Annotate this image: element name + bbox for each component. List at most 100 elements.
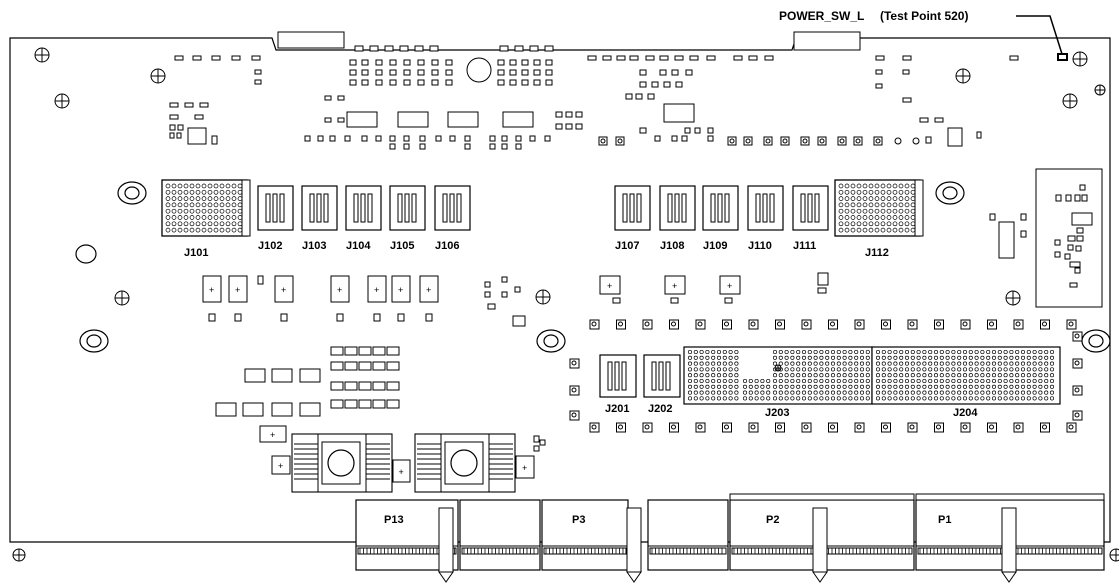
backplane-pin bbox=[986, 396, 991, 401]
backplane-pin bbox=[778, 349, 783, 355]
smt-pad bbox=[925, 136, 932, 144]
polarized-capacitor bbox=[391, 275, 411, 303]
backplane-pin bbox=[1049, 367, 1055, 372]
header-pin bbox=[177, 202, 183, 208]
mounting-pad-drill bbox=[936, 424, 941, 430]
smt-pad bbox=[544, 135, 551, 142]
backplane-pin bbox=[945, 390, 950, 395]
backplane-pin bbox=[1003, 361, 1008, 366]
backplane-pin bbox=[748, 396, 753, 401]
polarized-capacitor bbox=[271, 455, 291, 475]
backplane-pin bbox=[1049, 396, 1055, 401]
header-pin bbox=[856, 227, 862, 233]
backplane-pin bbox=[922, 373, 927, 378]
backplane-pin bbox=[916, 378, 921, 384]
smt-pad bbox=[533, 445, 540, 452]
header-pin bbox=[856, 196, 862, 201]
lower-small-connectors bbox=[599, 354, 681, 398]
backplane-pin bbox=[830, 373, 836, 378]
header-pin bbox=[880, 196, 886, 201]
backplane-pin bbox=[962, 396, 968, 401]
smt-pad bbox=[645, 55, 655, 61]
backplane-pin bbox=[910, 390, 915, 395]
backplane-pin bbox=[734, 378, 739, 384]
backplane-pin bbox=[881, 384, 886, 389]
smt-pad bbox=[169, 114, 179, 120]
backplane-pin bbox=[760, 390, 765, 395]
misc-mid-parts bbox=[257, 272, 829, 327]
smt-pad bbox=[208, 313, 216, 322]
backplane-pin bbox=[772, 361, 778, 366]
mounting-pad-drill bbox=[1015, 321, 1021, 327]
backplane-pin bbox=[922, 390, 927, 395]
header-pin bbox=[886, 189, 892, 195]
through-hole-drill bbox=[855, 138, 861, 144]
smt-pad bbox=[685, 69, 693, 76]
backplane-pin bbox=[1032, 361, 1037, 366]
smt-pad bbox=[184, 102, 194, 108]
backplane-pin bbox=[825, 384, 830, 389]
backplane-pin bbox=[766, 396, 771, 401]
mounting-pad bbox=[987, 319, 997, 330]
backplane-pin bbox=[754, 384, 759, 389]
backplane-pin bbox=[980, 355, 985, 360]
backplane-pin bbox=[859, 349, 865, 355]
header-pin bbox=[904, 183, 910, 189]
backplane-pin bbox=[807, 355, 812, 360]
smt-pad bbox=[445, 69, 453, 76]
smt-pad bbox=[389, 79, 397, 86]
mounting-pad bbox=[748, 319, 759, 330]
mounting-pad bbox=[589, 319, 600, 330]
header-pin bbox=[844, 221, 850, 227]
backplane-pin bbox=[1049, 355, 1055, 360]
smt-pad bbox=[464, 135, 471, 142]
header-pin bbox=[213, 183, 219, 189]
header-pin bbox=[892, 196, 898, 201]
header-pin bbox=[237, 183, 243, 189]
smt-pad bbox=[384, 45, 394, 52]
smt-pad bbox=[234, 313, 242, 322]
mounting-pad-drill bbox=[803, 321, 809, 327]
jack-contact bbox=[607, 361, 613, 391]
backplane-pin bbox=[887, 349, 892, 355]
header-pin bbox=[844, 208, 850, 214]
smt-pad bbox=[425, 313, 433, 322]
backplane-pin bbox=[881, 361, 886, 366]
smt-pad bbox=[651, 81, 659, 88]
mounting-pad bbox=[907, 319, 918, 330]
header-pin bbox=[195, 189, 201, 195]
backplane-pin bbox=[881, 367, 886, 372]
backplane-pin bbox=[722, 390, 727, 395]
backplane-pin bbox=[980, 390, 985, 395]
backplane-pin bbox=[910, 355, 915, 360]
backplane-pin bbox=[1044, 396, 1049, 401]
backplane-pin bbox=[693, 390, 698, 395]
header-pin bbox=[189, 202, 195, 208]
through-hole-pad bbox=[615, 136, 625, 146]
smt-pad bbox=[199, 102, 209, 108]
backplane-pin bbox=[1026, 355, 1031, 360]
backplane-pin bbox=[716, 396, 722, 401]
backplane-pin bbox=[986, 390, 991, 395]
mounting-hole bbox=[535, 289, 551, 305]
header-pin bbox=[201, 208, 207, 214]
header-pin bbox=[237, 202, 243, 208]
upper-jack-labels: J101 J102 J103 J104 J105 J106 J107 J108 … bbox=[184, 240, 889, 259]
header-pin bbox=[207, 221, 213, 227]
connector-contact-strip bbox=[543, 547, 627, 555]
header-pin bbox=[898, 215, 904, 220]
backplane-pin bbox=[997, 373, 1002, 378]
header-pin bbox=[892, 183, 898, 189]
mounting-pad-drill bbox=[830, 321, 835, 327]
backplane-pin bbox=[899, 367, 904, 372]
backplane-pin bbox=[778, 355, 783, 360]
header-pin bbox=[868, 189, 874, 195]
backplane-pin bbox=[928, 349, 933, 355]
header-pin bbox=[165, 202, 171, 208]
backplane-pin bbox=[711, 367, 716, 372]
header-pin bbox=[892, 189, 898, 195]
mounting-pad bbox=[1013, 319, 1024, 330]
smt-pad bbox=[389, 143, 396, 150]
smt-pad bbox=[919, 117, 929, 123]
backplane-pin bbox=[951, 349, 956, 355]
